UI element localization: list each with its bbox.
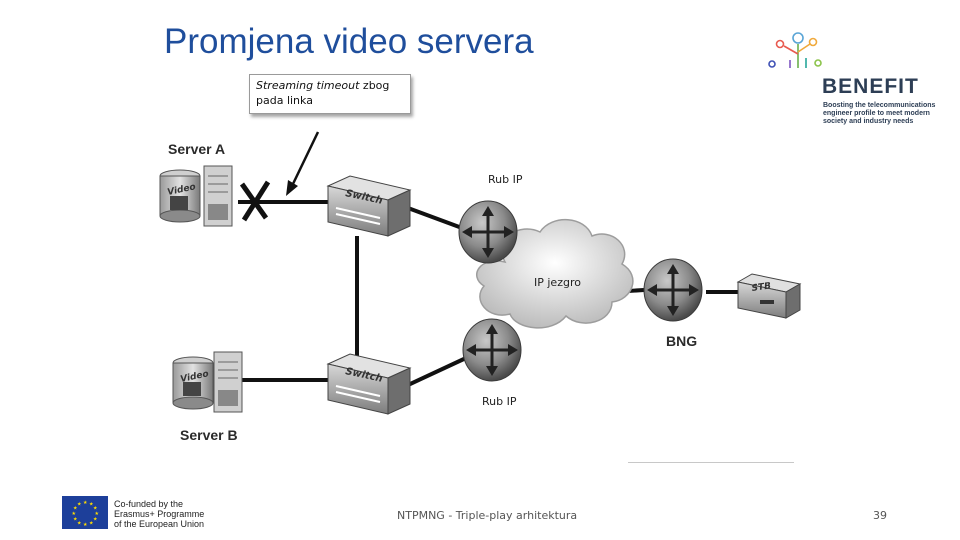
svg-text:★: ★ bbox=[89, 521, 94, 527]
svg-text:★: ★ bbox=[83, 522, 88, 528]
svg-text:★: ★ bbox=[72, 511, 77, 517]
benefit-tagline-1: Boosting the telecommunications bbox=[823, 102, 936, 109]
server-a-label: Server A bbox=[168, 141, 226, 157]
eu-text-line2: Erasmus+ Programme bbox=[114, 509, 205, 519]
svg-text:★: ★ bbox=[77, 521, 82, 527]
bng-label: BNG bbox=[666, 333, 698, 349]
stb-label: STB bbox=[751, 281, 772, 294]
stb-icon bbox=[736, 273, 802, 319]
callout-italic-text: Streaming timeout bbox=[256, 79, 360, 92]
switch-bottom-icon bbox=[326, 353, 412, 415]
callout-rest-text: zbog bbox=[359, 79, 390, 92]
ip-core-cloud bbox=[476, 218, 634, 329]
server-b-icon bbox=[172, 351, 243, 413]
edge-router-bottom-icon bbox=[462, 318, 522, 382]
svg-text:★: ★ bbox=[89, 502, 94, 508]
benefit-tagline-2: engineer profile to meet modern bbox=[823, 110, 930, 117]
divider-line bbox=[628, 462, 794, 463]
eu-text-line3: of the European Union bbox=[114, 519, 205, 529]
edge-ip-top-label: Rub IP bbox=[488, 173, 523, 186]
eu-text-line1: Co-funded by the bbox=[114, 499, 184, 509]
eu-flag-icon: ★★★ ★★★ ★★★ ★★★ bbox=[62, 496, 108, 529]
link-failure-x-icon bbox=[239, 180, 271, 222]
benefit-logo-name: BENEFIT bbox=[822, 75, 919, 98]
callout-arrow bbox=[286, 131, 320, 196]
footer-text: NTPMNG - Triple-play arhitektura bbox=[397, 509, 578, 522]
link-switch-edge-bottom bbox=[407, 356, 467, 387]
bng-router-icon bbox=[643, 258, 703, 322]
svg-text:★: ★ bbox=[73, 517, 78, 523]
edge-router-top-icon bbox=[458, 200, 518, 264]
benefit-tagline-3: society and industry needs bbox=[823, 118, 914, 125]
ip-core-label: IP jezgro bbox=[534, 276, 581, 289]
svg-text:★: ★ bbox=[83, 500, 88, 506]
svg-text:★: ★ bbox=[93, 517, 98, 523]
svg-text:★: ★ bbox=[77, 502, 82, 508]
svg-text:★: ★ bbox=[95, 511, 100, 517]
page-number: 39 bbox=[873, 509, 887, 522]
edge-ip-bottom-label: Rub IP bbox=[482, 395, 517, 408]
svg-text:★: ★ bbox=[93, 506, 98, 512]
slide-title: Promjena video servera bbox=[164, 22, 534, 61]
benefit-tree-icon bbox=[768, 32, 822, 68]
server-a-icon bbox=[159, 165, 233, 227]
link-switch-edge-top bbox=[407, 206, 463, 230]
callout-line2: pada linka bbox=[256, 94, 313, 107]
svg-text:★: ★ bbox=[73, 506, 78, 512]
switch-top-icon bbox=[326, 175, 412, 237]
callout-box: Streaming timeout zbog pada linka bbox=[249, 74, 411, 114]
server-b-label: Server B bbox=[180, 427, 238, 443]
